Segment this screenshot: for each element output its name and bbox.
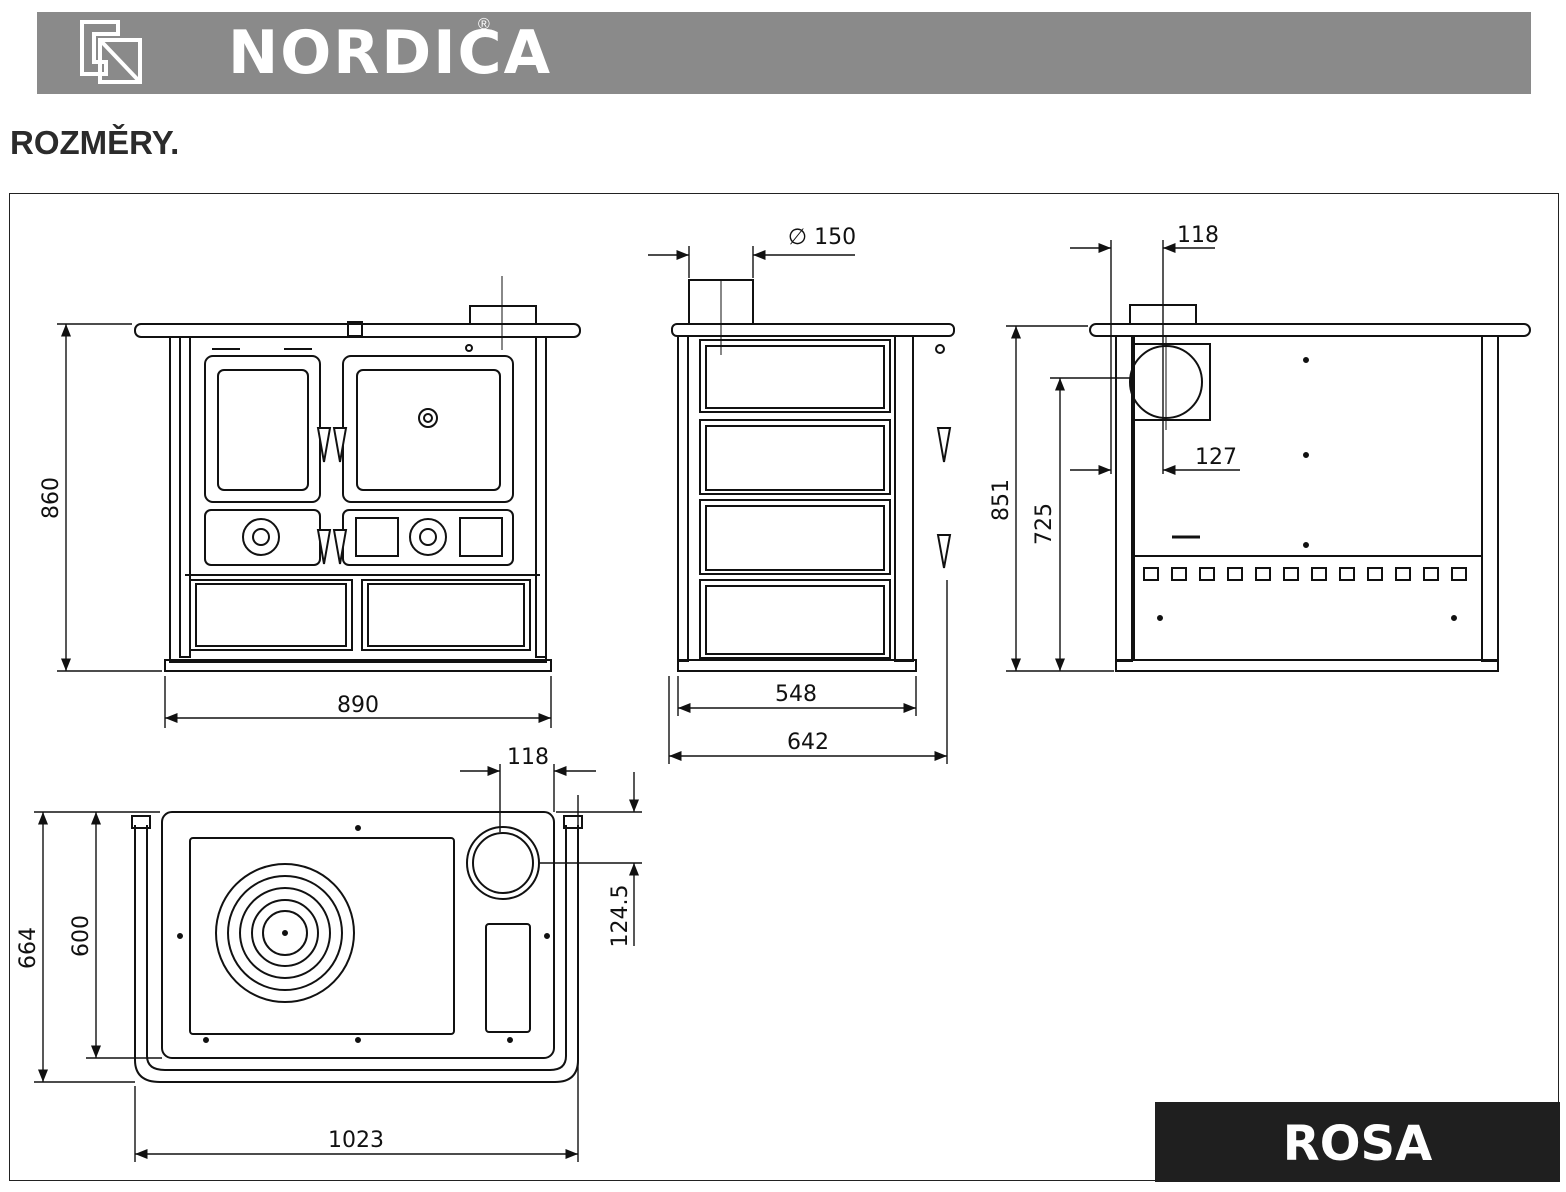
dim-rear-flue-offset: 118 [1177,223,1219,248]
registered-mark: ® [478,16,490,33]
dim-top-flue-offset: 118 [507,745,549,770]
dim-flue-diameter: ∅ 150 [788,225,856,250]
dim-top-total-depth: 664 [16,927,41,969]
rear-view [1089,304,1531,672]
dim-top-inner-depth: 600 [69,915,94,957]
top-view [131,811,583,1083]
brand-mark-icon [80,20,142,84]
dim-top-total-width: 1023 [328,1128,384,1153]
dim-side-total-depth: 642 [787,730,829,755]
header-bar [37,12,1531,94]
dim-rear-height: 851 [989,479,1014,521]
side-view [671,279,955,672]
section-title: ROZMĚRY. [10,124,180,161]
dim-front-width: 890 [337,693,379,718]
dim-top-flue-depth: 124.5 [608,885,633,948]
model-name: ROSA [1282,1116,1433,1172]
brand-name: NORDICA [228,18,553,88]
front-view [134,276,581,672]
brand-logo: NORDICA ® [78,16,550,88]
dim-rear-flue-height: 725 [1032,503,1057,545]
dim-side-inner-depth: 548 [775,682,817,707]
dim-front-height: 860 [39,477,64,519]
dimension-lines [34,240,1240,1162]
model-tag: ROSA [1155,1102,1560,1182]
dim-rear-flue-drop: 127 [1195,445,1237,470]
drawing-frame [9,193,1559,1181]
